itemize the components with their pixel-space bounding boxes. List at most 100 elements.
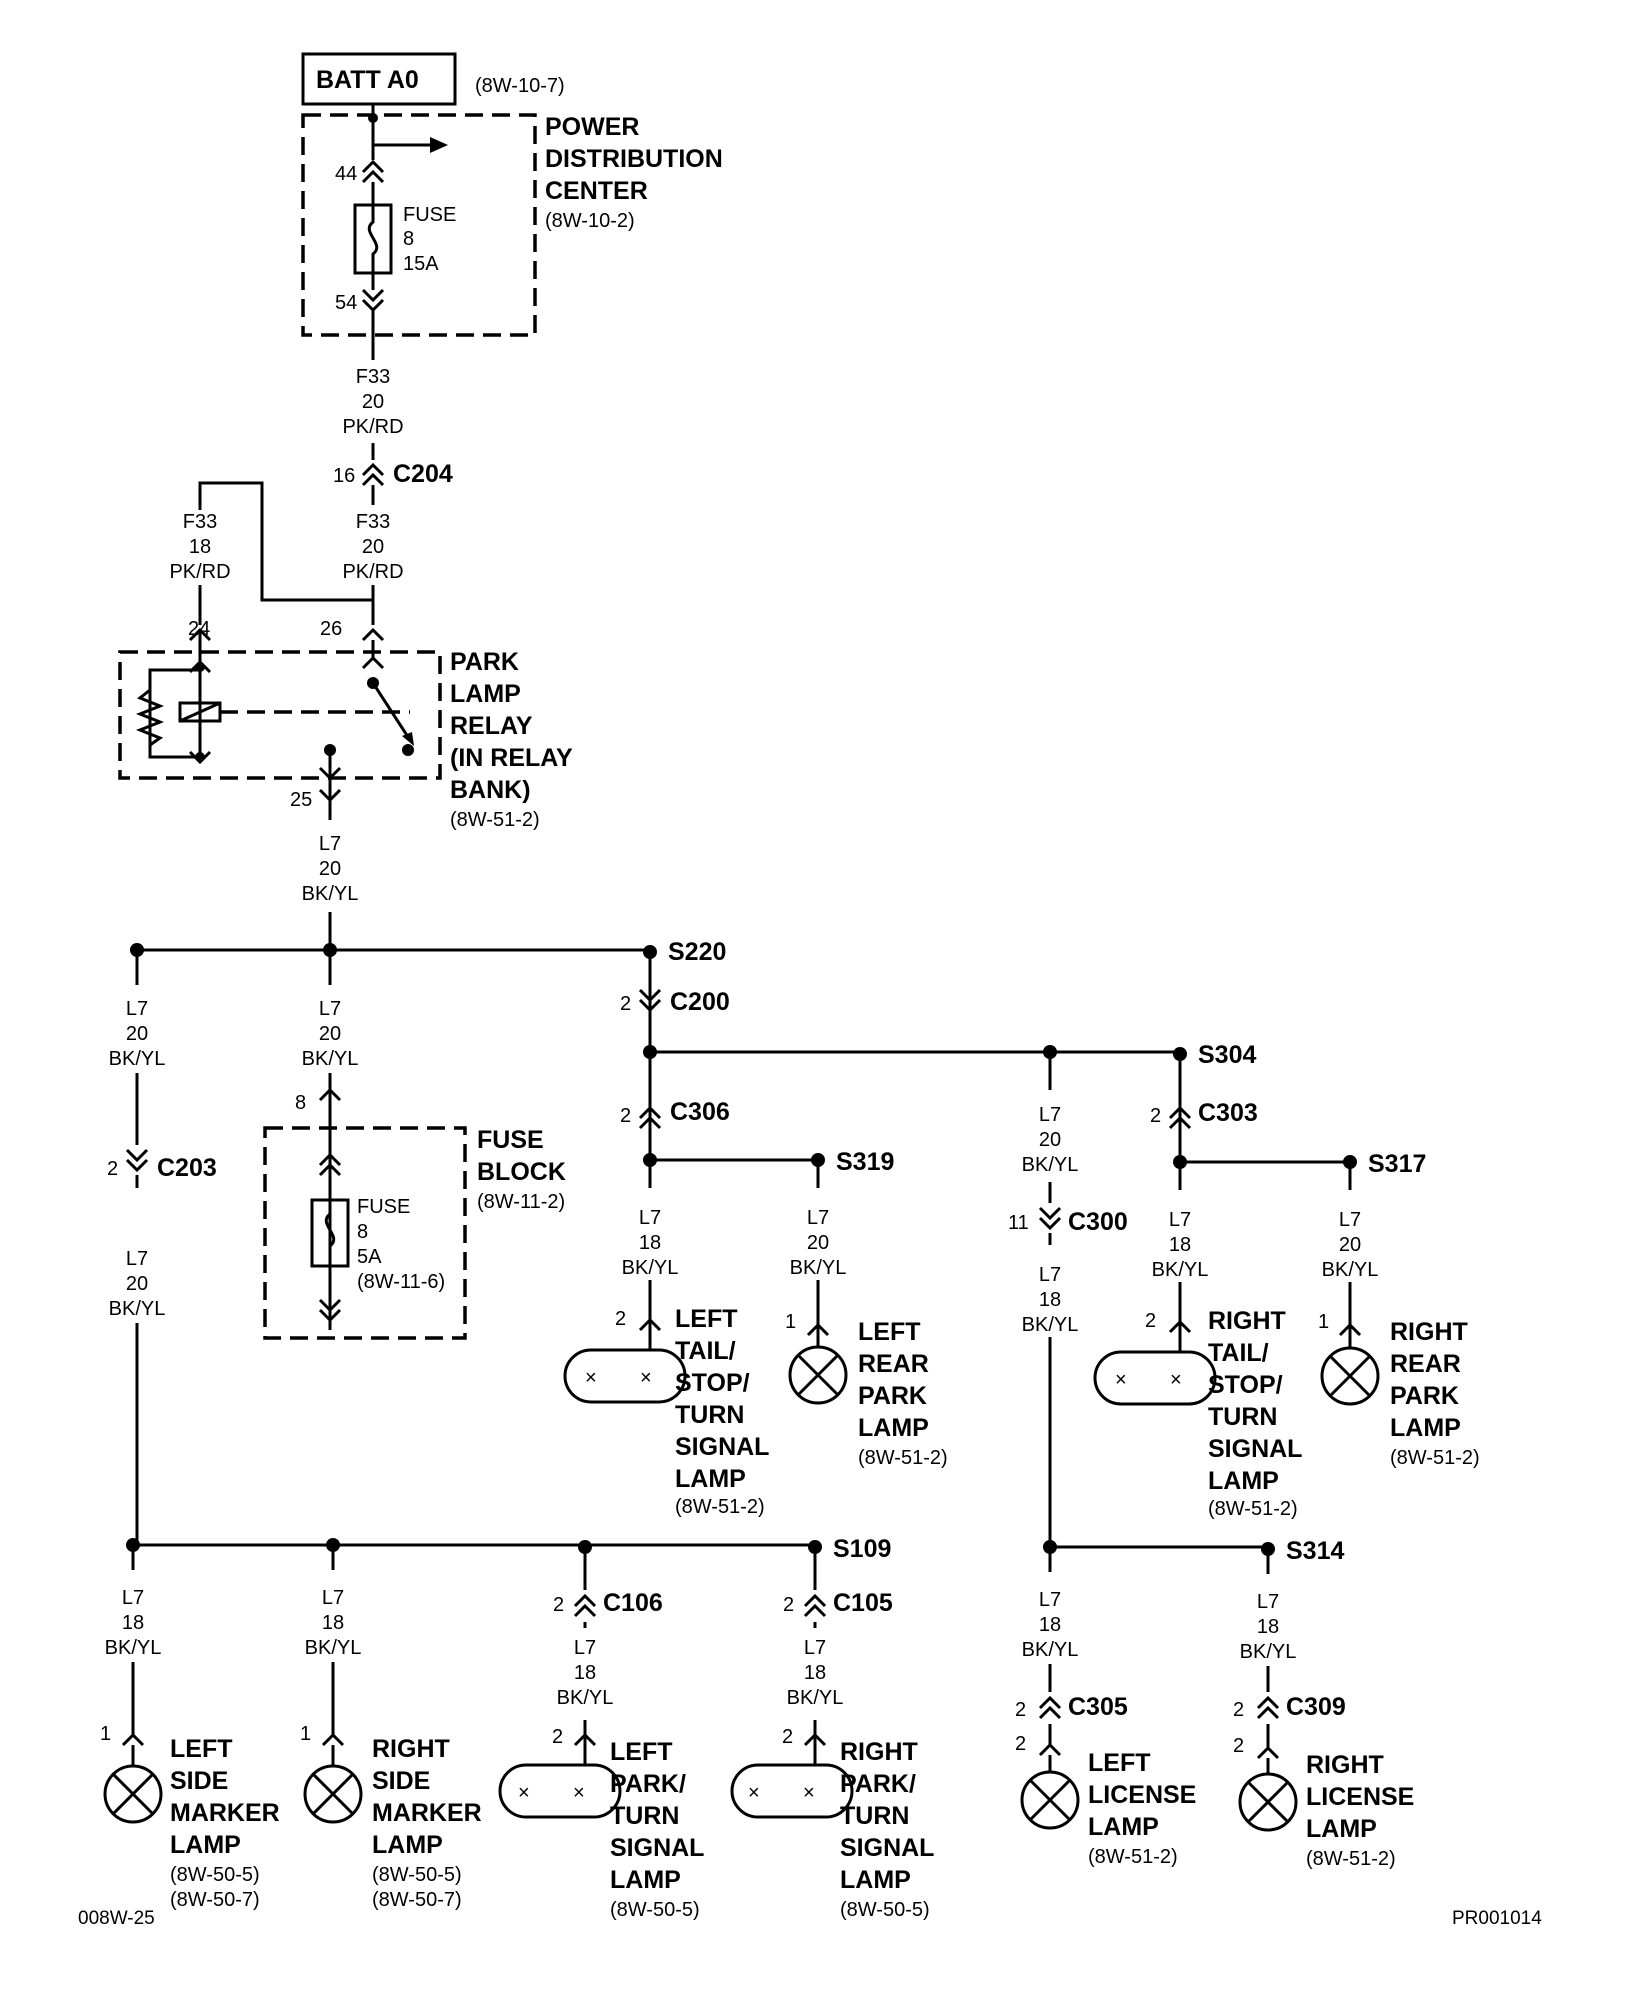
left-rear-park-lamp-icon bbox=[788, 1345, 848, 1405]
fuse-block-fuse-rating: 5A bbox=[357, 1246, 382, 1268]
right-rear-park-lamp-icon bbox=[1320, 1346, 1380, 1406]
left-park-turn-line-2: PARK/ bbox=[610, 1770, 686, 1798]
right-license-pin: 2 bbox=[1233, 1735, 1244, 1757]
wire-lower-6-color: BK/YL bbox=[1240, 1641, 1297, 1663]
wire-lower-2-circuit: L7 bbox=[322, 1587, 344, 1609]
left-side-marker-connector bbox=[121, 1732, 145, 1747]
left-license-lamp-x bbox=[1028, 1778, 1072, 1822]
c300-pin: 11 bbox=[1008, 1212, 1029, 1234]
left-side-marker-ref-2: (8W-50-7) bbox=[170, 1889, 260, 1911]
pdc-arrow-head bbox=[430, 137, 448, 153]
right-side-marker-line-4: LAMP bbox=[372, 1831, 443, 1859]
wire-c303-left-gauge: 18 bbox=[1169, 1234, 1191, 1256]
left-rear-park-line-2: REAR bbox=[858, 1350, 929, 1378]
wire-f33b-color: PK/RD bbox=[342, 561, 403, 583]
wire-c303-left-circuit: L7 bbox=[1169, 1209, 1191, 1231]
fuse-block-line-1: FUSE bbox=[477, 1126, 544, 1154]
right-park-turn-connector bbox=[803, 1732, 827, 1747]
c303-label: C303 bbox=[1198, 1099, 1258, 1127]
wire-lower-2-gauge: 18 bbox=[322, 1612, 344, 1634]
wire-c300-below-circuit: L7 bbox=[1039, 1264, 1061, 1286]
wire-lower-3-circuit: L7 bbox=[574, 1637, 596, 1659]
c309-connector bbox=[1256, 1695, 1280, 1720]
left-license-pin: 2 bbox=[1015, 1733, 1026, 1755]
c303-connector bbox=[1168, 1105, 1192, 1130]
wire-s304-c300-gauge: 20 bbox=[1039, 1129, 1061, 1151]
wire-lower-2-label-bg bbox=[295, 1570, 370, 1662]
c306-pin: 2 bbox=[620, 1105, 631, 1127]
wire-mid-gauge: 20 bbox=[319, 1023, 341, 1045]
s317-label: S317 bbox=[1368, 1150, 1426, 1178]
footer-right-code: PR001014 bbox=[1452, 1908, 1542, 1929]
left-side-marker-pin: 1 bbox=[100, 1723, 111, 1745]
fuse-block-pin: 8 bbox=[295, 1092, 306, 1114]
wire-left-2-label-bg bbox=[100, 1188, 175, 1323]
wire-c303-left-label-bg bbox=[1142, 1190, 1217, 1282]
right-tail-line-1: RIGHT bbox=[1208, 1307, 1286, 1335]
c309-label: C309 bbox=[1286, 1693, 1346, 1721]
wire-s304-c300-color: BK/YL bbox=[1022, 1154, 1079, 1176]
s304-label: S304 bbox=[1198, 1041, 1256, 1069]
right-license-line-1: RIGHT bbox=[1306, 1751, 1384, 1779]
c200-label: C200 bbox=[670, 988, 730, 1016]
s220-label: S220 bbox=[668, 938, 726, 966]
fuse-block-fuse-element bbox=[324, 1200, 336, 1266]
relay-line-2: LAMP bbox=[450, 680, 521, 708]
right-side-marker-ref-2: (8W-50-7) bbox=[372, 1889, 462, 1911]
right-side-marker-lamp-icon bbox=[303, 1764, 363, 1824]
left-rear-park-lamp-x bbox=[796, 1353, 840, 1397]
pdc-box bbox=[301, 113, 537, 337]
left-license-line-1: LEFT bbox=[1088, 1749, 1151, 1777]
c106-label: C106 bbox=[603, 1589, 663, 1617]
pdc-fuse-label: FUSE bbox=[403, 204, 456, 226]
left-tail-line-5: SIGNAL bbox=[675, 1433, 769, 1461]
relay-coil-diag bbox=[179, 701, 221, 723]
wire-left-2-gauge: 20 bbox=[126, 1273, 148, 1295]
wire-lower-3-label-bg bbox=[547, 1628, 622, 1720]
wire-s306-gauge: 18 bbox=[639, 1232, 661, 1254]
right-side-marker-line-2: SIDE bbox=[372, 1767, 430, 1795]
left-side-marker-line-3: MARKER bbox=[170, 1799, 280, 1827]
wire-lower-5-circuit: L7 bbox=[1039, 1589, 1061, 1611]
left-tail-line-1: LEFT bbox=[675, 1305, 738, 1333]
wire-lower-3-color: BK/YL bbox=[557, 1687, 614, 1709]
s319-label: S319 bbox=[836, 1148, 894, 1176]
wire-f33-gauge: 20 bbox=[362, 391, 384, 413]
right-rear-park-pin: 1 bbox=[1318, 1311, 1329, 1333]
relay-switch-contact bbox=[402, 744, 414, 756]
left-tail-ref: (8W-51-2) bbox=[675, 1496, 765, 1518]
right-side-marker-line-1: RIGHT bbox=[372, 1735, 450, 1763]
left-park-turn-line-1: LEFT bbox=[610, 1738, 673, 1766]
left-tail-line-3: STOP/ bbox=[675, 1369, 750, 1397]
wire-c300-below-gauge: 18 bbox=[1039, 1289, 1061, 1311]
left-park-turn-line-4: SIGNAL bbox=[610, 1834, 704, 1862]
wire-lower-6-circuit: L7 bbox=[1257, 1591, 1279, 1613]
left-park-turn-ref: (8W-50-5) bbox=[610, 1899, 700, 1921]
left-license-line-2: LICENSE bbox=[1088, 1781, 1196, 1809]
relay-line-1: PARK bbox=[450, 648, 519, 676]
left-side-marker-line-1: LEFT bbox=[170, 1735, 233, 1763]
right-tail-filament-1: × bbox=[1115, 1369, 1127, 1391]
pdc-fuse-number: 8 bbox=[403, 228, 414, 250]
left-license-connector bbox=[1038, 1742, 1062, 1757]
relay-connector-26 bbox=[361, 627, 385, 642]
left-park-turn-line-3: TURN bbox=[610, 1802, 679, 1830]
right-rear-park-line-2: REAR bbox=[1390, 1350, 1461, 1378]
c305-label: C305 bbox=[1068, 1693, 1128, 1721]
left-tail-connector bbox=[638, 1317, 662, 1332]
batt-box bbox=[301, 52, 457, 106]
left-rear-park-connector bbox=[806, 1322, 830, 1337]
right-license-line-3: LAMP bbox=[1306, 1815, 1377, 1843]
fuse-block-fuse-number: 8 bbox=[357, 1221, 368, 1243]
left-tail-filament-2: × bbox=[640, 1367, 652, 1389]
right-tail-connector bbox=[1168, 1319, 1192, 1334]
left-rear-park-line-1: LEFT bbox=[858, 1318, 921, 1346]
right-tail-line-5: SIGNAL bbox=[1208, 1435, 1302, 1463]
c200-connector bbox=[638, 988, 662, 1013]
right-rear-park-lamp-x bbox=[1328, 1354, 1372, 1398]
right-tail-ref: (8W-51-2) bbox=[1208, 1498, 1298, 1520]
wire-c303-left-color: BK/YL bbox=[1152, 1259, 1209, 1281]
left-license-ref: (8W-51-2) bbox=[1088, 1846, 1178, 1868]
